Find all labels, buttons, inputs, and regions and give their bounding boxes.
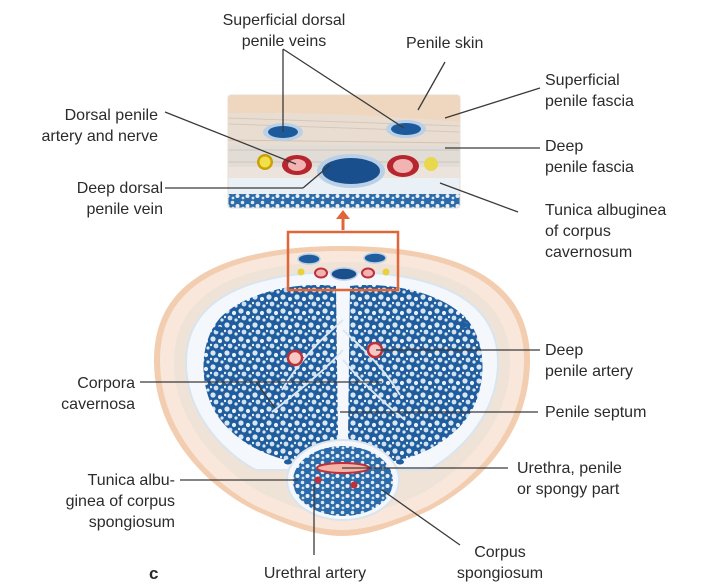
label-penile-skin: Penile skin <box>406 33 483 54</box>
figure-letter: c <box>149 563 158 584</box>
label-penile-septum: Penile septum <box>545 402 646 423</box>
magnify-arrow <box>336 210 350 230</box>
label-urethral-artery: Urethral artery <box>250 563 380 584</box>
